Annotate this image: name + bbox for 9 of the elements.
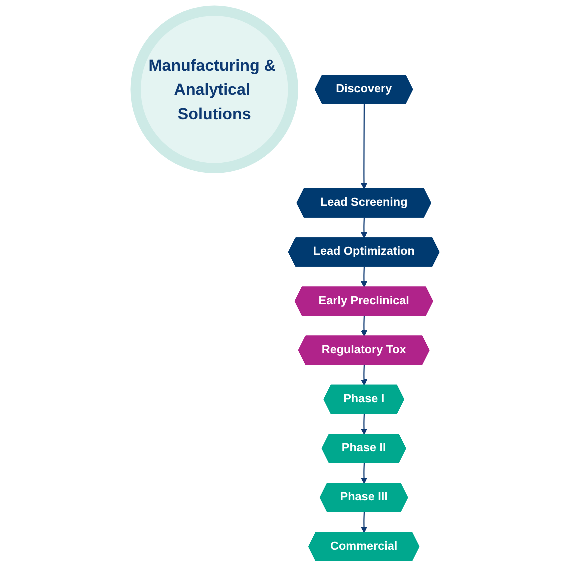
arrow: [361, 414, 368, 436]
node-circle: Manufacturing & Analytical Solutions: [131, 6, 299, 174]
arrow: [361, 316, 368, 337]
arrow: [361, 512, 368, 534]
arrow: [361, 365, 368, 386]
arrow: [361, 104, 368, 190]
arrow: [361, 218, 368, 239]
arrow: [361, 266, 368, 288]
arrow: [361, 463, 368, 484]
